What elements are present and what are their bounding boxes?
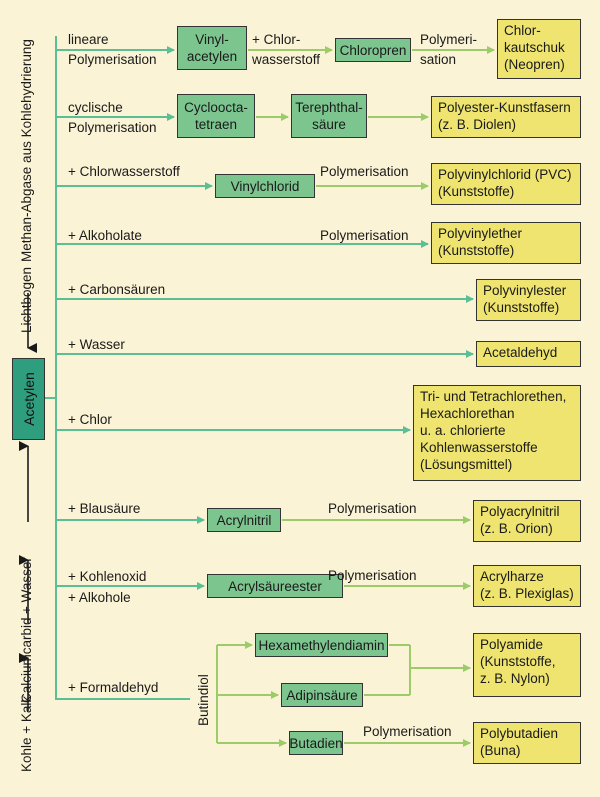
r4-poly: Polymerisation <box>320 228 409 243</box>
neopren-box: Chlor- kautschuk (Neopren) <box>497 19 581 79</box>
r2-label-2: Polymerisation <box>68 120 157 135</box>
r1-mid-1: + Chlor- <box>252 32 301 47</box>
r10-label: + Formaldehyd <box>68 680 159 695</box>
r1-label-1: lineare <box>68 32 109 47</box>
acetaldehyd-box: Acetaldehyd <box>476 341 581 367</box>
polyacrylnitril-box: Polyacrylnitril (z. B. Orion) <box>473 500 581 542</box>
adipinsaeure-box: Adipinsäure <box>281 683 363 707</box>
r3-label: + Chlorwasserstoff <box>68 164 180 179</box>
polyvinylether-box: Polyvinylether (Kunststoffe) <box>431 222 581 264</box>
vinylacetylen-box: Vinyl- acetylen <box>177 26 247 70</box>
acetylen-box: Acetylen <box>12 358 45 440</box>
lichtbogen-label: Lichtbogen <box>19 266 34 333</box>
wasser-axis-label: + Wasser <box>19 557 34 614</box>
hexamethylendiamin-box: Hexamethylendiamin <box>255 633 388 657</box>
acrylsaeureester-box: Acrylsäureester <box>207 574 343 598</box>
acrylnitril-box: Acrylnitril <box>207 508 281 532</box>
butindiol-label: Butindiol <box>196 674 211 726</box>
pvc-box: Polyvinylchlorid (PVC) (Kunststoffe) <box>431 163 581 205</box>
vinylchlorid-box: Vinylchlorid <box>215 174 315 198</box>
r8-label: + Blausäure <box>68 501 141 516</box>
r1-poly-1: Polymeri- <box>420 32 478 47</box>
r7-label: + Chlor <box>68 412 112 427</box>
r9-poly: Polymerisation <box>328 568 417 583</box>
polyester-box: Polyester-Kunstfasern (z. B. Diolen) <box>431 96 581 138</box>
r1-mid-2: wasserstoff <box>252 52 321 67</box>
r10-poly: Polymerisation <box>363 724 452 739</box>
cyclooctatetraen-box: Cycloocta- tetraen <box>177 94 255 138</box>
polyamide-box: Polyamide (Kunststoffe, z. B. Nylon) <box>473 633 581 697</box>
r9-label-2: + Alkohole <box>68 590 131 605</box>
r1-poly-2: sation <box>420 52 457 67</box>
chloropren-box: Chloropren <box>335 38 411 62</box>
r1-label-2: Polymerisation <box>68 52 157 67</box>
acrylharze-box: Acrylharze (z. B. Plexiglas) <box>473 565 581 607</box>
methan-label: Methan-Abgase aus Kohlehydrierung <box>19 39 34 262</box>
polybutadien-box: Polybutadien (Buna) <box>473 722 581 764</box>
acetylen-label: Acetylen <box>20 372 37 426</box>
r4-label: + Alkoholate <box>68 228 142 243</box>
kohle-kalk-label: Kohle + Kalk <box>19 695 34 772</box>
r2-label-1: cyclische <box>68 100 123 115</box>
r6-label: + Wasser <box>68 337 125 352</box>
r5-label: + Carbonsäuren <box>68 282 166 297</box>
r3-poly: Polymerisation <box>320 164 409 179</box>
calciumcarbid-label: Calciumcarbid <box>19 617 34 703</box>
chlorethen-box: Tri- und Tetrachlorethen, Hexachlorethan… <box>413 385 581 481</box>
terephthalsaeure-box: Terephthal- säure <box>291 94 367 138</box>
polyvinylester-box: Polyvinylester (Kunststoffe) <box>476 279 581 321</box>
butadien-box: Butadien <box>289 731 343 755</box>
r9-label-1: + Kohlenoxid <box>68 569 147 584</box>
r8-poly: Polymerisation <box>328 501 417 516</box>
